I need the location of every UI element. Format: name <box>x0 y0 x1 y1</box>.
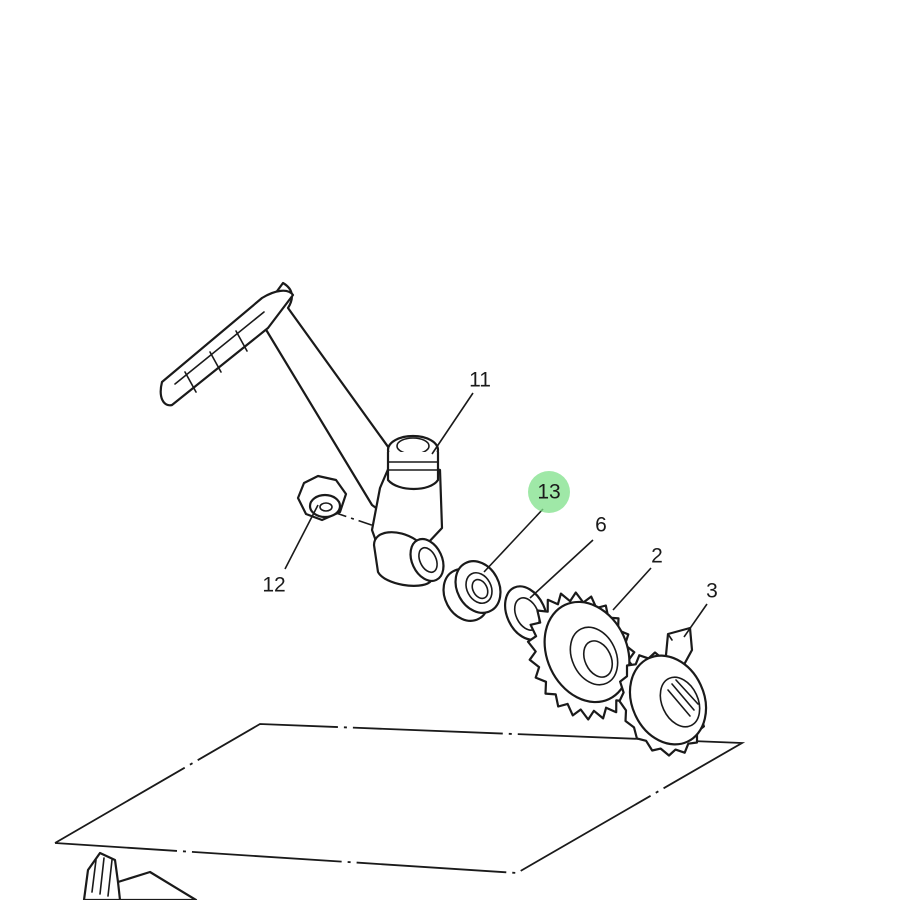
callout-highlight <box>528 471 570 513</box>
kick-lever-part-11[interactable] <box>159 281 450 587</box>
kick-ratchet-part-3[interactable] <box>616 626 720 757</box>
oil-seal-part-13[interactable] <box>435 553 509 628</box>
callout-2[interactable]: 2 <box>651 545 663 568</box>
kick-shaft <box>82 851 198 900</box>
callout-11[interactable]: 11 <box>469 369 491 392</box>
callout-leaders <box>284 392 708 638</box>
nut-part-12[interactable] <box>296 474 348 522</box>
callout-6[interactable]: 6 <box>595 514 607 537</box>
callout-13[interactable]: 13 <box>537 481 560 504</box>
kick-gear-part-2[interactable] <box>526 588 645 721</box>
callout-3[interactable]: 3 <box>706 580 718 603</box>
callout-12[interactable]: 12 <box>262 574 285 597</box>
shaft-assembly-frame <box>54 511 746 874</box>
axis-centerline <box>332 511 393 533</box>
